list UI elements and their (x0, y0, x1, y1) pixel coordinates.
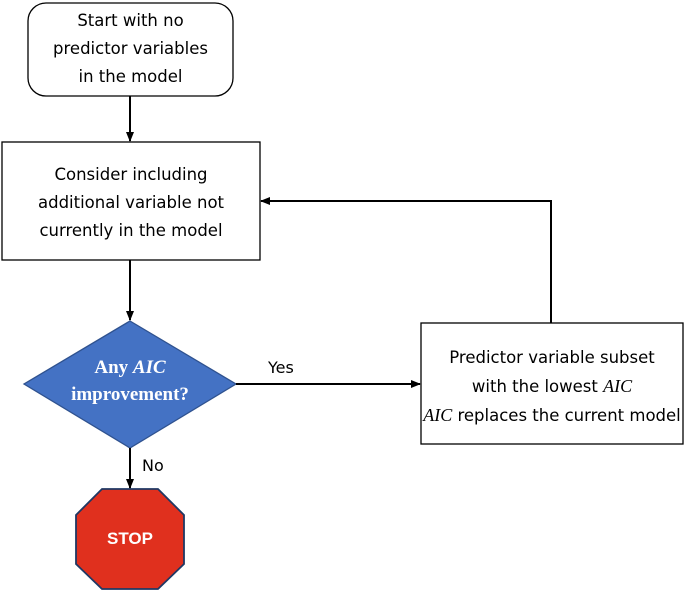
replace-aic-2: AIC (423, 405, 453, 425)
start-line-3: in the model (78, 67, 183, 86)
decision-line-2: improvement? (71, 384, 189, 405)
replace-line-1: Predictor variable subset (449, 348, 655, 367)
replace-line-3: AIC replaces the current model (421, 401, 683, 430)
start-line-2: predictor variables (53, 39, 208, 58)
replace-line-2-text: with the lowest (471, 377, 604, 396)
decision-line-1: Any AIC (40, 354, 220, 381)
replace-node-box (420, 322, 684, 445)
decision-text: Any AIC improvement? (40, 354, 220, 408)
stop-label: STOP (107, 529, 153, 548)
stop-octagon (75, 488, 185, 590)
consider-node-text: Consider including additional variable n… (2, 161, 260, 245)
decision-any: Any (94, 357, 133, 378)
replace-node-text: Predictor variable subset with the lowes… (421, 344, 683, 430)
replace-line-3-text: replaces the current model (452, 406, 681, 425)
consider-node-box (1, 141, 261, 261)
no-label: No (142, 456, 164, 475)
consider-line-1: Consider including (54, 165, 208, 184)
consider-line-2: additional variable not (37, 193, 225, 212)
consider-line-3: currently in the model (39, 221, 223, 240)
yes-label: Yes (268, 358, 294, 377)
start-node-text: Start with no predictor variables in the… (28, 7, 233, 91)
decision-aic: AIC (132, 357, 166, 378)
start-line-1: Start with no (77, 11, 184, 30)
replace-aic: AIC (603, 376, 633, 396)
arrow-replace-to-consider (260, 197, 552, 323)
replace-line-2: with the lowest AIC (421, 372, 683, 401)
